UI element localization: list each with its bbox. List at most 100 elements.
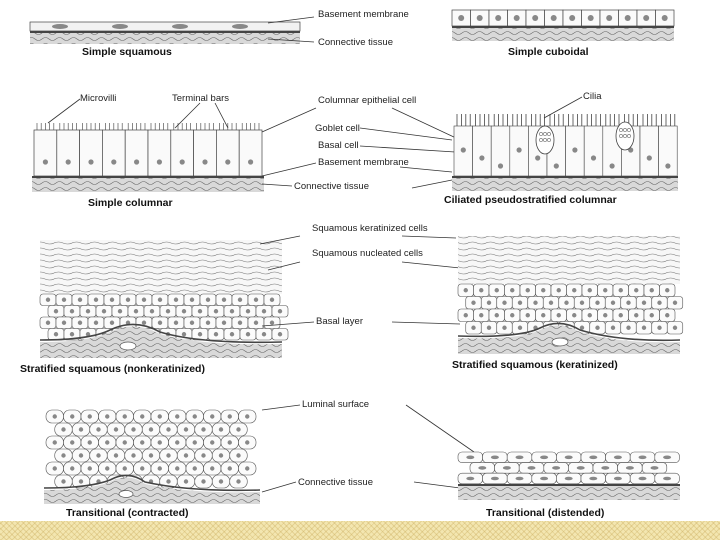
label-columnar-epithelial-cell: Columnar epithelial cell <box>318 95 416 106</box>
cell-nucleus <box>535 155 541 161</box>
cell-nucleus <box>149 309 155 314</box>
cell-nucleus <box>532 15 539 21</box>
cell-nucleus <box>85 332 91 337</box>
cell-nucleus <box>649 288 654 293</box>
columnar-cells <box>33 123 263 177</box>
cell-nucleus <box>78 427 84 432</box>
title-transitional-contracted: Transitional (contracted) <box>66 507 189 519</box>
cell-nucleus <box>210 440 215 445</box>
cuboidal-connective-tissue <box>452 28 674 41</box>
cell-nucleus <box>201 479 206 484</box>
cell-nucleus <box>502 325 507 330</box>
cell-nucleus <box>45 297 51 302</box>
cell-nucleus <box>248 159 254 165</box>
panel-stratified-nonkeratinized: Stratified squamous (nonkeratinized) <box>20 240 289 375</box>
cell-nucleus <box>201 453 206 458</box>
cell-nucleus <box>643 15 650 21</box>
pseudo-basement-membrane <box>452 176 678 178</box>
cell-nucleus <box>541 288 546 293</box>
cell-nucleus <box>527 466 536 470</box>
cell-nucleus <box>245 440 250 445</box>
cell-nucleus <box>564 476 573 481</box>
cell-nucleus <box>479 313 484 318</box>
cell-nucleus <box>183 427 189 432</box>
cell-nucleus <box>269 320 275 325</box>
cell-nucleus <box>253 297 259 302</box>
mucus-granule <box>539 132 543 136</box>
cell-nucleus <box>576 466 585 470</box>
label-connective-tissue-3: Connective tissue <box>298 477 373 488</box>
cell-nucleus <box>613 476 622 481</box>
cell-nucleus <box>476 15 483 21</box>
cell-nucleus <box>140 466 145 471</box>
cell-nucleus <box>572 313 577 318</box>
cell-nucleus <box>113 453 119 458</box>
cell-nucleus <box>61 297 67 302</box>
columnar-cell <box>170 129 194 177</box>
cell-nucleus <box>53 332 59 337</box>
cell-nucleus <box>218 427 224 432</box>
cell-nucleus <box>525 288 530 293</box>
cell-nucleus <box>85 309 91 314</box>
cell-nucleus <box>646 155 652 161</box>
title-simple-squamous: Simple squamous <box>82 46 172 58</box>
cell-nucleus <box>192 466 197 471</box>
keratinized-layer-2 <box>458 236 680 284</box>
mucus-granule <box>619 128 623 132</box>
cell-nucleus <box>661 15 668 21</box>
cell-nucleus <box>626 325 631 330</box>
cell-nucleus <box>78 453 84 458</box>
cell-nucleus <box>205 320 211 325</box>
cell-nucleus <box>494 313 499 318</box>
cell-nucleus <box>657 300 662 305</box>
panel-simple-squamous: Basement membrane Connective tissue Simp… <box>29 9 409 58</box>
cell-nucleus <box>665 288 670 293</box>
cell-nucleus <box>140 440 145 445</box>
cell-nucleus <box>111 159 117 165</box>
cell-nucleus <box>261 332 267 337</box>
cell-nucleus <box>595 300 600 305</box>
cell-nucleus <box>201 427 206 432</box>
cell-nucleus <box>463 313 468 318</box>
cell-nucleus <box>515 455 524 460</box>
cell-nucleus <box>495 15 502 21</box>
cell-nucleus <box>466 476 475 481</box>
basement-membrane <box>30 31 300 33</box>
label-basement-membrane-l1: Basement membrane <box>318 9 409 20</box>
cell-nucleus <box>613 455 622 460</box>
mucus-granule <box>543 138 547 142</box>
cell-nucleus <box>236 453 241 458</box>
panel-simple-columnar: Microvilli Terminal bars Columnar epithe… <box>32 93 416 209</box>
cell-nucleus <box>610 325 616 330</box>
title-ciliated-pseudostratified: Ciliated pseudostratified columnar <box>444 194 617 206</box>
cell-nucleus <box>192 414 197 419</box>
cell-nucleus <box>131 427 136 432</box>
cell-nucleus <box>638 476 647 481</box>
cell-nucleus <box>42 159 49 165</box>
cell-nucleus <box>579 325 585 330</box>
cell-nucleus <box>52 414 57 419</box>
cell-nucleus <box>516 147 522 153</box>
label-microvilli: Microvilli <box>80 93 116 104</box>
cell-nucleus <box>109 297 115 302</box>
cell-nucleus <box>70 414 75 419</box>
cell-nucleus <box>579 300 585 305</box>
cell-nucleus <box>157 320 163 325</box>
cell-nucleus <box>589 476 598 481</box>
cell-nucleus <box>141 320 147 325</box>
cell-nucleus <box>109 320 115 325</box>
mucus-granule <box>623 128 627 132</box>
cell-nucleus <box>157 297 163 302</box>
strat-k-connective-tissue <box>458 325 680 354</box>
cell-nucleus <box>183 479 189 484</box>
cell-nucleus <box>626 300 631 305</box>
title-stratified-keratinized: Stratified squamous (keratinized) <box>452 359 618 371</box>
cell-nucleus <box>587 313 592 318</box>
cell-nucleus <box>181 309 187 314</box>
cell-nucleus <box>237 320 243 325</box>
mucus-granule <box>539 138 543 142</box>
cell-nucleus <box>665 163 671 169</box>
cell-nucleus <box>181 332 187 337</box>
cell-nucleus <box>553 163 559 169</box>
